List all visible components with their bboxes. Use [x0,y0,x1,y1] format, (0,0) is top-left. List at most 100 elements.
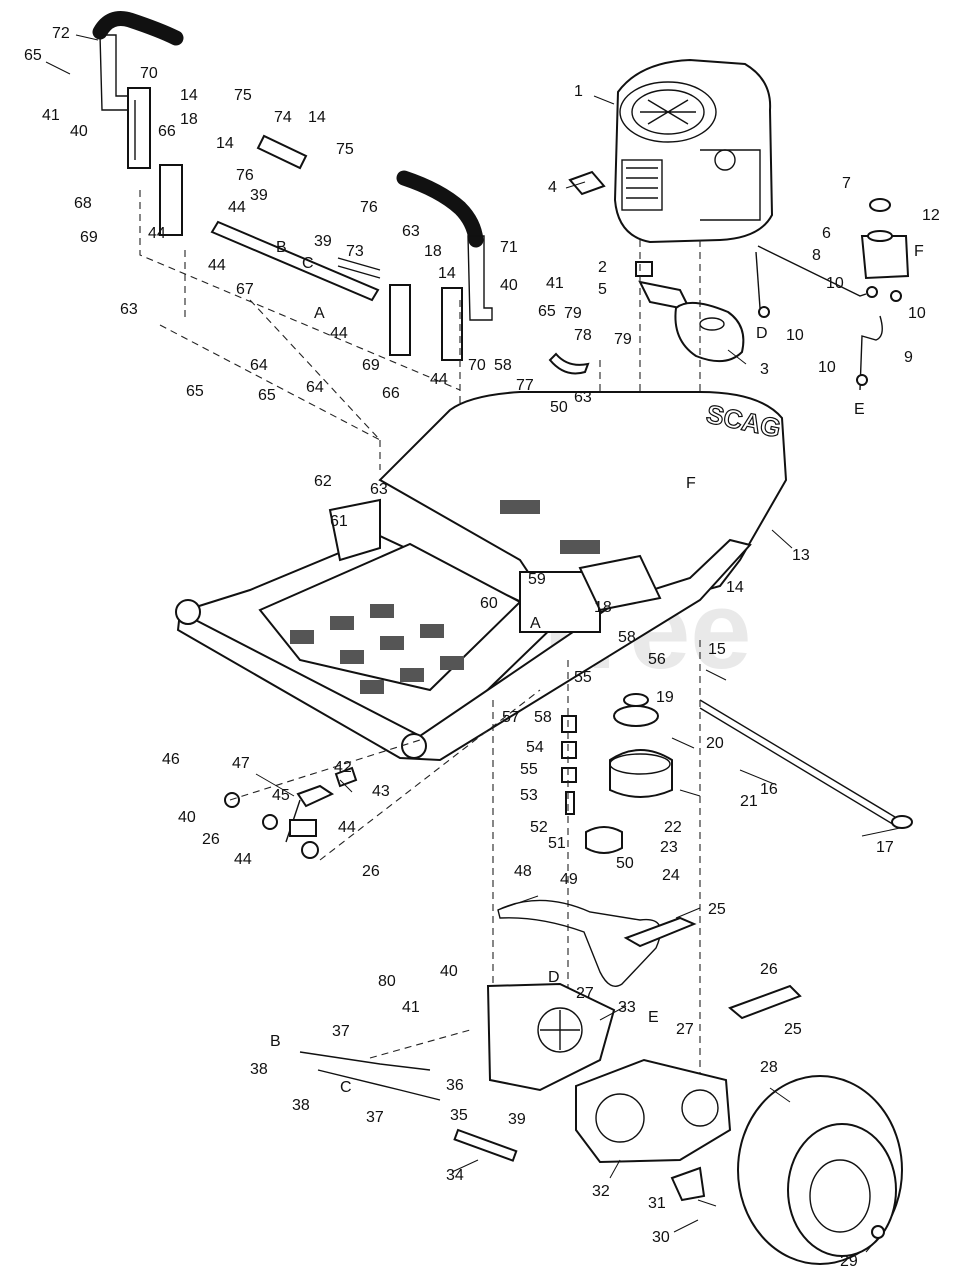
callout-37: 37 [366,1109,384,1126]
callout-10: 10 [908,305,926,322]
callout-79: 79 [614,331,632,348]
callout-43: 43 [372,783,390,800]
callout-18: 18 [594,599,612,616]
callout-44: 44 [234,851,252,868]
callout-45: 45 [272,787,290,804]
callout-63: 63 [120,301,138,318]
callout-66: 66 [382,385,400,402]
callout-14: 14 [216,135,234,152]
callout-25: 25 [708,901,726,918]
callout-14: 14 [726,579,744,596]
callout-46: 46 [162,751,180,768]
fuel-tank [755,198,910,391]
callout-69: 69 [80,229,98,246]
fuel-filter [568,170,606,196]
callout-65: 65 [186,383,204,400]
callout-20: 20 [706,735,724,752]
callout-37: 37 [332,1023,350,1040]
callout-58: 58 [534,709,552,726]
callout-50: 50 [550,399,568,416]
hydro-transmission-right [575,1058,732,1164]
callout-D: D [548,969,560,986]
callout-18: 18 [180,111,198,128]
rear-bar [453,1128,518,1162]
callout-50: 50 [616,855,634,872]
leader-lines [45,34,901,1253]
callout-labels: 72 70 65 41 40 14 75 74 14 75 76 66 18 1… [24,25,940,1270]
callout-44: 44 [338,819,356,836]
callout-C: C [340,1079,352,1096]
callout-41: 41 [402,999,420,1016]
callout-64: 64 [250,357,268,374]
callout-63: 63 [574,389,592,406]
callout-10: 10 [826,275,844,292]
callout-60: 60 [480,595,498,612]
callout-80: 80 [378,973,396,990]
callout-14: 14 [180,87,198,104]
callout-62: 62 [314,473,332,490]
callout-6: 6 [822,225,831,242]
hydro-transmission-left [486,982,616,1092]
callout-17: 17 [876,839,894,856]
callout-32: 32 [592,1183,610,1200]
callout-65: 65 [538,303,556,320]
assembly-lines-mid [229,640,701,1140]
callout-C: C [302,255,314,272]
callout-64: 64 [306,379,324,396]
callout-58: 58 [494,357,512,374]
callout-A: A [530,615,541,632]
callout-72: 72 [52,25,70,42]
callout-10: 10 [786,327,804,344]
callout-39: 39 [314,233,332,250]
deck-grating [290,500,600,694]
callout-36: 36 [446,1077,464,1094]
callout-30: 30 [652,1229,670,1246]
callout-9: 9 [904,349,913,366]
drive-belt [497,899,662,987]
callout-27: 27 [576,985,594,1002]
callout-76: 76 [360,199,378,216]
tire-bracket [670,1166,706,1202]
callout-67: 67 [236,281,254,298]
callout-25: 25 [784,1021,802,1038]
callout-79: 79 [564,305,582,322]
callout-23: 23 [660,839,678,856]
callout-74: 74 [274,109,292,126]
callout-18: 18 [424,243,442,260]
callout-E: E [648,1009,659,1026]
callout-63: 63 [370,481,388,498]
mower-frame: SCAG [175,391,788,762]
callout-8: 8 [812,247,821,264]
callout-41: 41 [42,107,60,124]
callout-33: 33 [618,999,636,1016]
callout-49: 49 [560,871,578,888]
callout-61: 61 [330,513,348,530]
callout-D: D [756,325,768,342]
callout-21: 21 [740,793,758,810]
callout-3: 3 [760,361,769,378]
clutch-and-pulleys [561,693,673,854]
left-control-handle [92,11,184,169]
callout-51: 51 [548,835,566,852]
callout-35: 35 [450,1107,468,1124]
callout-44: 44 [430,371,448,388]
callout-29: 29 [840,1253,858,1270]
callout-40: 40 [500,277,518,294]
callout-63: 63 [402,223,420,240]
callout-24: 24 [662,867,680,884]
callout-16: 16 [760,781,778,798]
callout-69: 69 [362,357,380,374]
rear-tire [737,1075,903,1265]
callout-34: 34 [446,1167,464,1184]
callout-28: 28 [760,1059,778,1076]
callout-75: 75 [234,87,252,104]
callout-65: 65 [24,47,42,64]
callout-26: 26 [760,961,778,978]
callout-2: 2 [598,259,607,276]
callout-66: 66 [158,123,176,140]
callout-B: B [270,1033,281,1050]
callout-39: 39 [508,1111,526,1128]
callout-48: 48 [514,863,532,880]
callout-4: 4 [548,179,557,196]
callout-27: 27 [676,1021,694,1038]
